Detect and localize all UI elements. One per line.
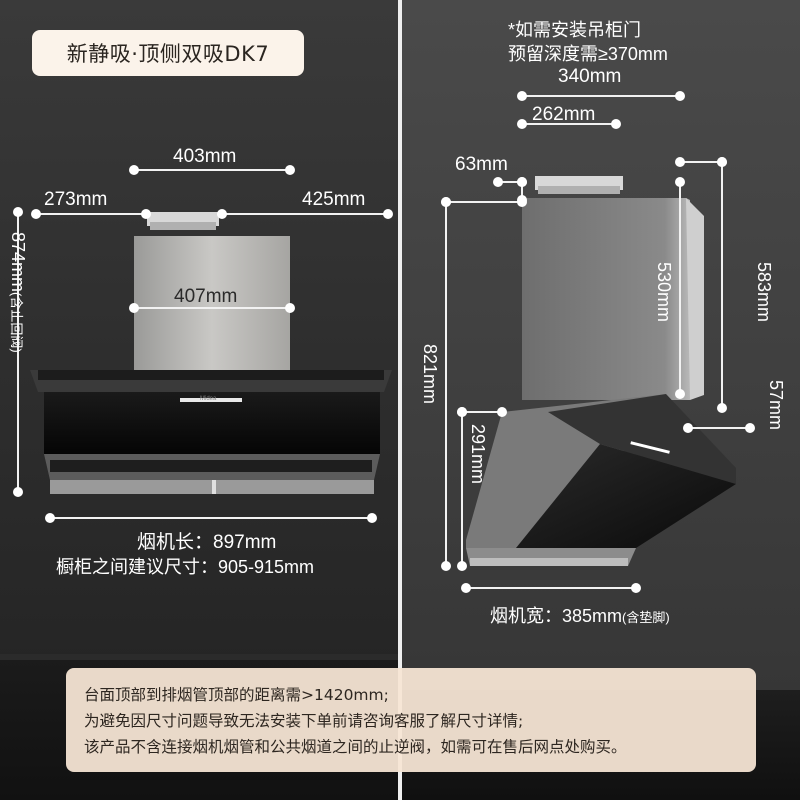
hood-length-line xyxy=(50,517,372,519)
side-panel-depth-label: 57mm xyxy=(766,380,786,431)
side-top-right-line-start-dot xyxy=(675,157,685,167)
front-height-line xyxy=(17,212,19,492)
side-view-hood xyxy=(466,176,736,566)
front-height-line-start-dot xyxy=(13,207,23,217)
side-top-right-line xyxy=(680,161,722,163)
side-lower-ref-line xyxy=(462,411,502,413)
front-left-gap-line-end-dot xyxy=(141,209,151,219)
cabinet-door-note: *如需安装吊柜门 预留深度需≥370mm xyxy=(508,18,668,66)
front-duct-width-line xyxy=(134,307,290,309)
side-duct-depth-line-start-dot xyxy=(517,119,527,129)
note-line-2: 为避免因尺寸问题导致无法安装下单前请咨询客服了解尺寸详情; xyxy=(84,712,524,730)
hood-length-label: 烟机长：897mm xyxy=(137,532,277,553)
front-right-gap-label: 425mm xyxy=(302,189,366,210)
product-title-badge: 新静吸·顶侧双吸DK7 xyxy=(32,30,304,76)
side-duct-depth-label: 262mm xyxy=(532,104,596,125)
hood-length-line-start-dot xyxy=(45,513,55,523)
side-panel-line-start-dot xyxy=(683,423,693,433)
side-panel-line xyxy=(688,427,750,429)
hood-length-line-end-dot xyxy=(367,513,377,523)
side-duct-depth-line-end-dot xyxy=(611,119,621,129)
side-top-depth-line xyxy=(522,95,680,97)
hood-width-label: 烟机宽：385mm(含垫脚) xyxy=(490,602,670,628)
front-duct-width-line-end-dot xyxy=(285,303,295,313)
side-duct-depth-line xyxy=(522,123,616,125)
side-duct-height-label: 530mm xyxy=(654,262,674,323)
hood-width-line-end-dot xyxy=(631,583,641,593)
side-offset-tick xyxy=(521,182,523,200)
side-total-height-line-end-dot xyxy=(441,561,451,571)
front-left-gap-line xyxy=(36,213,146,215)
front-height-note: (含止回阀) xyxy=(9,292,24,353)
side-top-ref-line xyxy=(446,201,522,203)
hood-width-value: 烟机宽：385mm xyxy=(490,606,623,626)
front-top-width-label: 403mm xyxy=(173,146,237,167)
front-right-gap-line-end-dot xyxy=(383,209,393,219)
cabinet-note-line2: 预留深度需≥370mm xyxy=(508,44,668,64)
side-panel-line-end-dot xyxy=(745,423,755,433)
side-lower-height-line-end-dot xyxy=(457,561,467,571)
hood-width-line-start-dot xyxy=(461,583,471,593)
front-height-value: 874mm xyxy=(8,232,28,293)
side-upper-height-label: 583mm xyxy=(754,262,774,323)
side-offset-line-start-dot xyxy=(493,177,503,187)
side-lower-height-line xyxy=(461,412,463,566)
side-upper-height-line-start-dot xyxy=(717,157,727,167)
cabinet-gap-label: 橱柜之间建议尺寸：905-915mm xyxy=(56,557,315,577)
front-duct-width-line-start-dot xyxy=(129,303,139,313)
note-line-1: 台面顶部到排烟管顶部的距离需>1420mm; xyxy=(84,686,389,704)
front-top-width-line-start-dot xyxy=(129,165,139,175)
note-line-3: 该产品不含连接烟机烟管和公共烟道之间的止逆阀，如需可在售后网点处购买。 xyxy=(84,738,627,756)
product-title: 新静吸·顶侧双吸DK7 xyxy=(66,42,270,66)
side-upper-height-line xyxy=(721,162,723,408)
front-view-hood xyxy=(30,212,392,494)
front-duct-width-label: 407mm xyxy=(174,286,238,307)
hood-width-note: (含垫脚) xyxy=(622,610,670,625)
panel-divider xyxy=(398,0,402,800)
hood-width-line xyxy=(466,587,636,589)
side-total-height-line-start-dot xyxy=(441,197,451,207)
side-total-height-label: 821mm xyxy=(420,344,440,405)
side-duct-height-line xyxy=(679,182,681,394)
left-countertop-edge xyxy=(0,654,398,662)
side-lower-ref-line-end-dot xyxy=(497,407,507,417)
cabinet-note-line1: *如需安装吊柜门 xyxy=(508,20,642,40)
front-right-gap-line-start-dot xyxy=(217,209,227,219)
side-total-height-line xyxy=(445,202,447,566)
side-lower-height-line-start-dot xyxy=(457,407,467,417)
side-top-ref-line-end-dot xyxy=(517,197,527,207)
front-height-label: 874mm(含止回阀) xyxy=(7,232,28,353)
side-lower-height-label: 291mm xyxy=(468,424,488,485)
side-top-depth-label: 340mm xyxy=(558,66,622,87)
side-offset-label: 63mm xyxy=(455,154,508,175)
installation-notes-box: 台面顶部到排烟管顶部的距离需>1420mm; 为避免因尺寸问题导致无法安装下单前… xyxy=(66,668,756,772)
front-left-gap-line-start-dot xyxy=(31,209,41,219)
front-height-line-end-dot xyxy=(13,487,23,497)
side-offset-line xyxy=(498,181,522,183)
side-duct-height-line-end-dot xyxy=(675,389,685,399)
front-top-width-line xyxy=(134,169,290,171)
front-right-gap-line xyxy=(222,213,388,215)
side-top-depth-line-start-dot xyxy=(517,91,527,101)
front-left-gap-label: 273mm xyxy=(44,189,108,210)
side-duct-height-line-start-dot xyxy=(675,177,685,187)
side-upper-height-line-end-dot xyxy=(717,403,727,413)
front-top-width-line-end-dot xyxy=(285,165,295,175)
side-offset-tick-start-dot xyxy=(517,177,527,187)
brand-logo: Midea xyxy=(200,396,217,402)
side-top-depth-line-end-dot xyxy=(675,91,685,101)
